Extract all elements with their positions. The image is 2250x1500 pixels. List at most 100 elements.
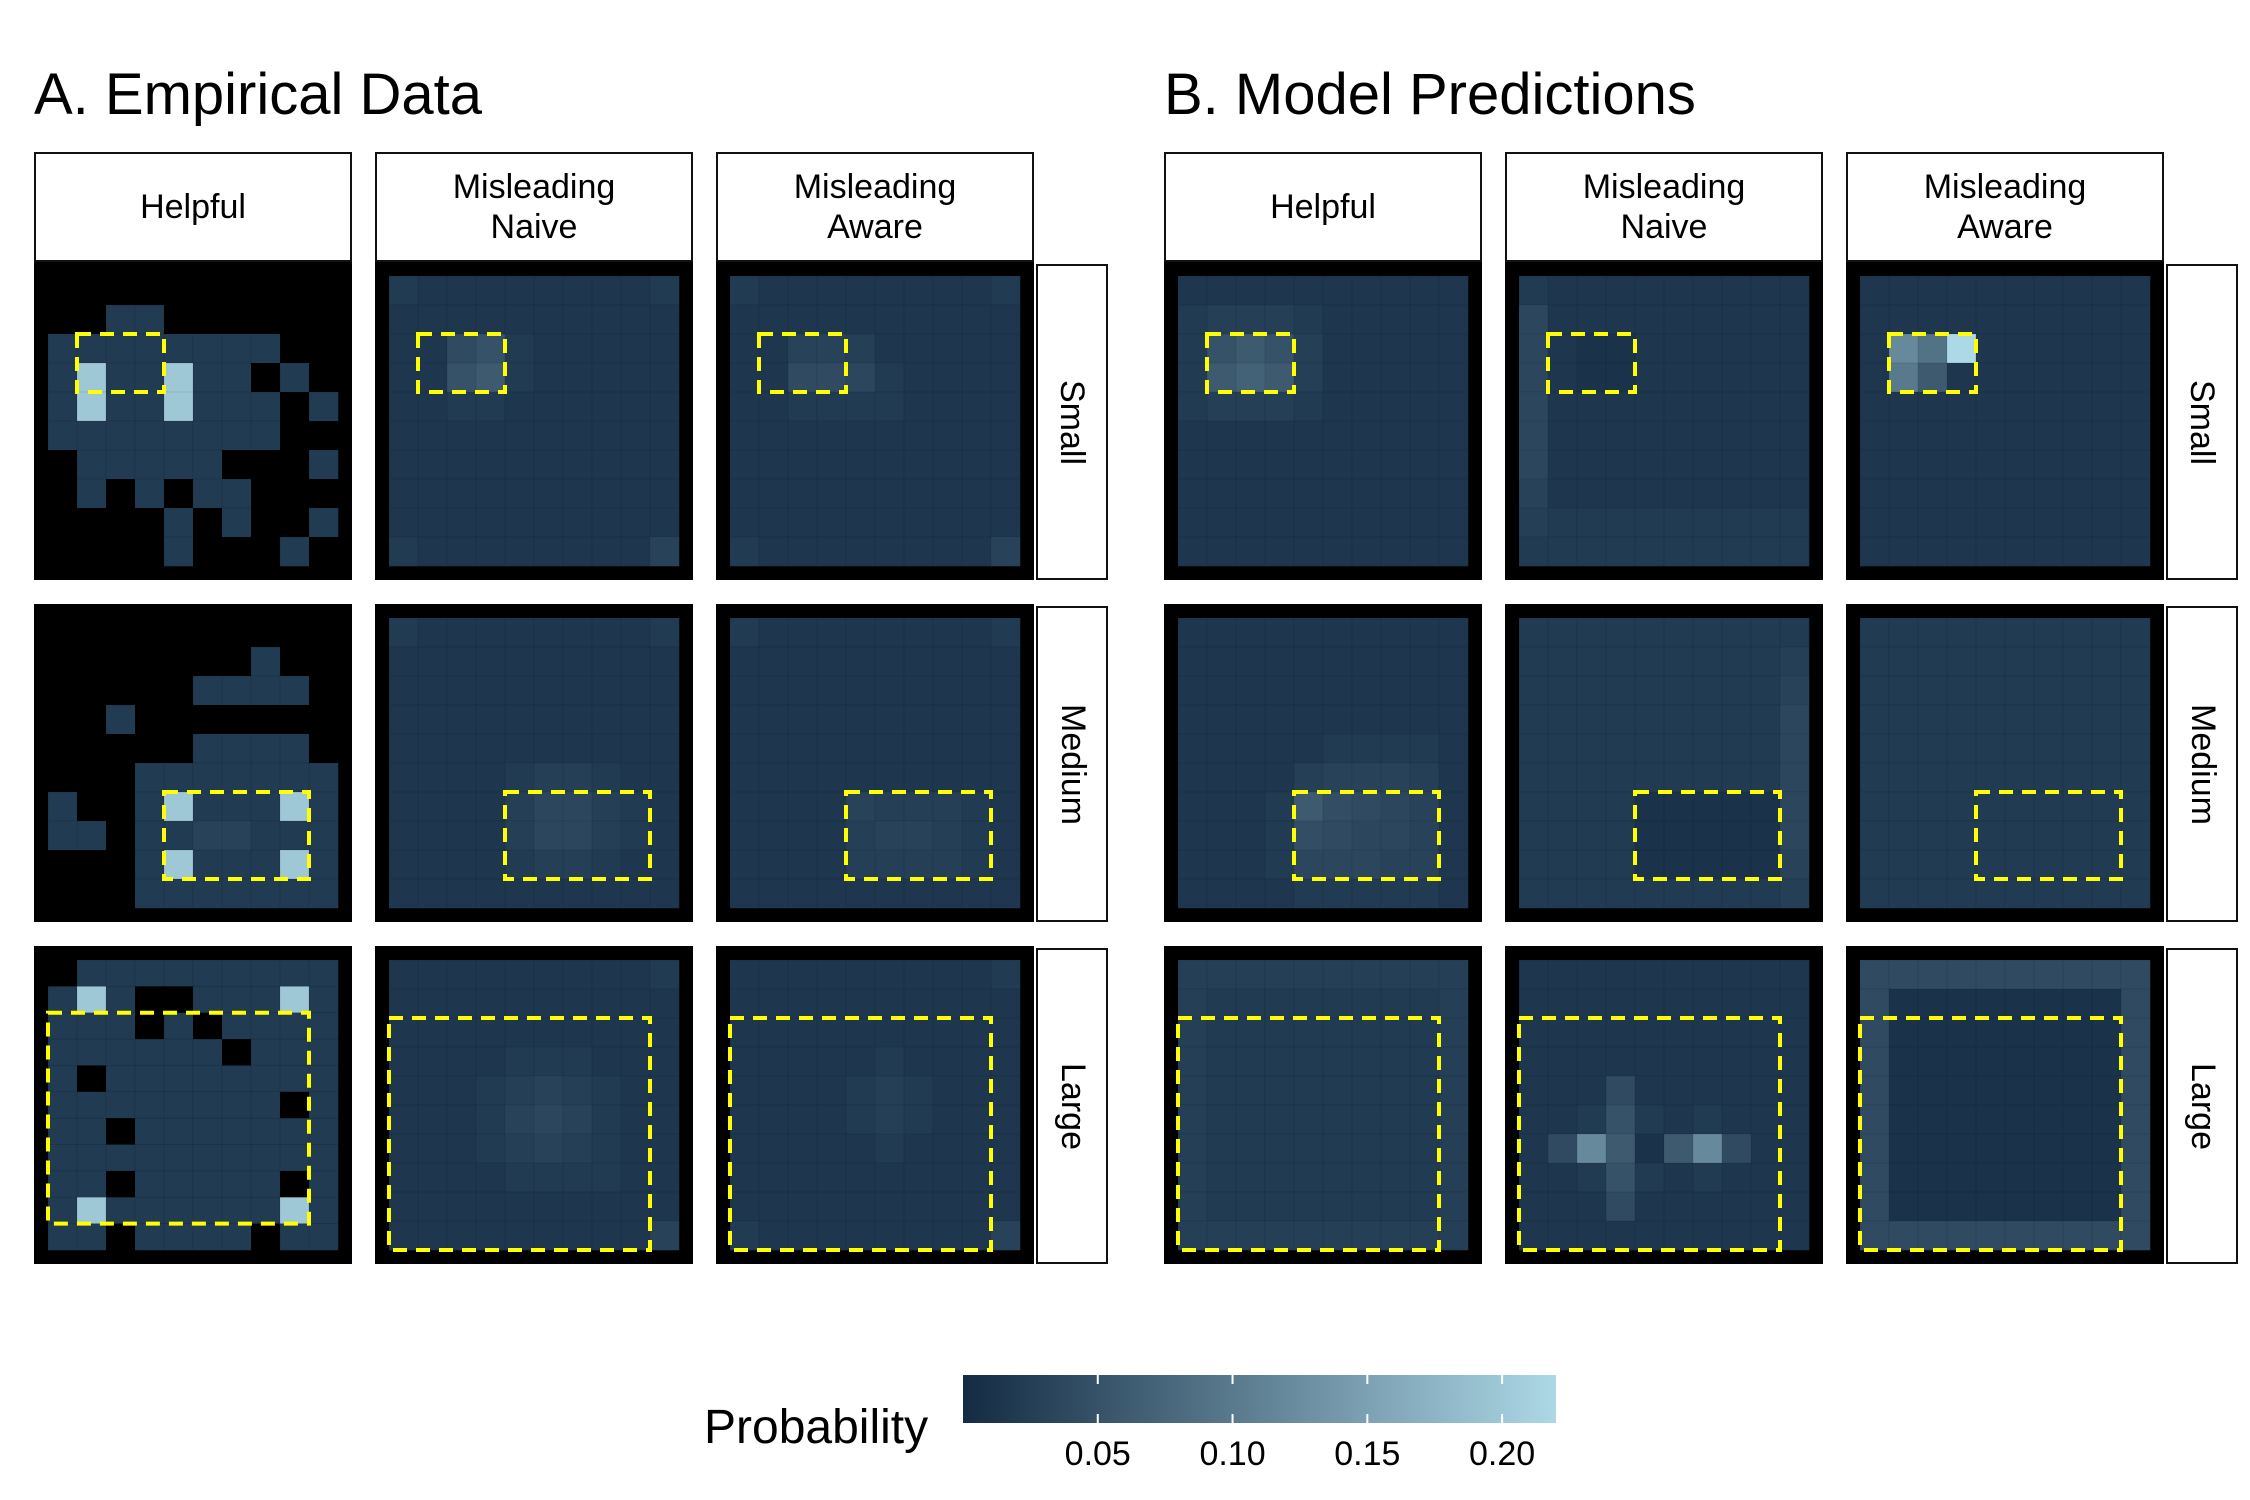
heatmap-cell [1547,762,1578,793]
heatmap-cell [1888,507,1919,538]
heatmap-cell [816,1017,847,1048]
facet-model-aware-large [1846,946,2164,1264]
heatmap-cell [1888,820,1919,851]
heatmap-cell [1779,536,1810,567]
heatmap-cell [729,1133,760,1164]
heatmap-cell [2004,1104,2035,1135]
column-strip-line: Helpful [1270,187,1376,226]
heatmap-cell [1946,304,1977,335]
heatmap-cell [1206,1162,1237,1193]
heatmap-cell [961,1075,992,1106]
heatmap-cell [1547,1046,1578,1077]
heatmap-cell [1322,1133,1353,1164]
heatmap-cell [1518,878,1549,909]
heatmap-cell [787,791,818,822]
heatmap-cell [308,1223,339,1251]
heatmap-cell [1917,849,1948,880]
heatmap-cell [388,1075,419,1106]
heatmap-cell [903,959,934,990]
heatmap-cell [758,988,789,1019]
heatmap-cell [1351,675,1382,706]
heatmap-cell [2062,762,2093,793]
heatmap-cell [1206,762,1237,793]
heatmap-cell [2091,304,2122,335]
heatmap-cell [1547,988,1578,1019]
heatmap-cell [874,849,905,880]
heatmap-cell [250,820,281,851]
heatmap-cell [193,305,223,335]
heatmap-cell [308,878,339,909]
heatmap-cell [787,1220,818,1251]
heatmap-cell [533,675,564,706]
heatmap-cell [106,618,136,648]
heatmap-cell [388,733,419,764]
heatmap-cell [1946,507,1977,538]
target-box [1887,332,1978,394]
heatmap-cell [1888,1191,1919,1222]
heatmap-cell [192,449,223,480]
heatmap-cell [932,1046,963,1077]
heatmap-cell [250,791,281,822]
heatmap-cell [533,733,564,764]
heatmap-cell [250,878,281,909]
heatmap-cell [1917,988,1948,1019]
heatmap-cell [163,1065,194,1093]
heatmap-cell [1547,820,1578,851]
heatmap-cell [1692,1017,1723,1048]
heatmap-cell [649,959,680,990]
heatmap-cell [562,704,593,735]
heatmap-cell [1917,791,1948,822]
heatmap-cell [193,1012,223,1040]
heatmap-cell [1322,1220,1353,1251]
heatmap-cell [1859,536,1890,567]
heatmap-cell [1975,478,2006,509]
heatmap-cell [1859,333,1890,364]
heatmap-cell [1293,1133,1324,1164]
heatmap-cell [649,849,680,880]
heatmap-cell [105,391,136,422]
heatmap-cell [47,1144,78,1172]
heatmap-cell [2062,536,2093,567]
heatmap-cell [1663,791,1694,822]
heatmap-cell [729,420,760,451]
heatmap-cell [932,1220,963,1251]
heatmap-cell [816,362,847,393]
heatmap-cell [1779,1075,1810,1106]
heatmap-cell [1779,507,1810,538]
heatmap-cell [1663,704,1694,735]
heatmap-cell [1518,391,1549,422]
heatmap-cell [1264,1104,1295,1135]
heatmap-cell [1177,1017,1208,1048]
heatmap-cell [1692,733,1723,764]
heatmap-cell [134,820,165,851]
heatmap-cell [816,733,847,764]
heatmap-cell [1177,536,1208,567]
heatmap-cell [1605,1162,1636,1193]
heatmap-cell [251,450,281,480]
heatmap-cell [1293,1046,1324,1077]
heatmap-cell [1917,959,1948,990]
heatmap-cell [280,305,310,335]
heatmap-cell [105,420,136,451]
heatmap-cell [222,537,252,567]
heatmap-cell [649,878,680,909]
heatmap-cell [222,705,252,735]
heatmap-cell [1917,704,1948,735]
heatmap-cell [758,536,789,567]
heatmap-cell [729,646,760,677]
colorbar [963,1375,1556,1423]
heatmap-cell [562,449,593,480]
heatmap-cell [134,1170,165,1198]
heatmap-cell [1946,391,1977,422]
heatmap-cell [1206,507,1237,538]
heatmap-cell [76,1144,107,1172]
heatmap-cell [1576,275,1607,306]
heatmap-cell [961,646,992,677]
heatmap-cell [192,849,223,880]
heatmap-cell [591,849,622,880]
heatmap-cell [816,1104,847,1135]
target-box [844,790,993,881]
heatmap-cell [758,304,789,335]
heatmap-cell [2004,333,2035,364]
